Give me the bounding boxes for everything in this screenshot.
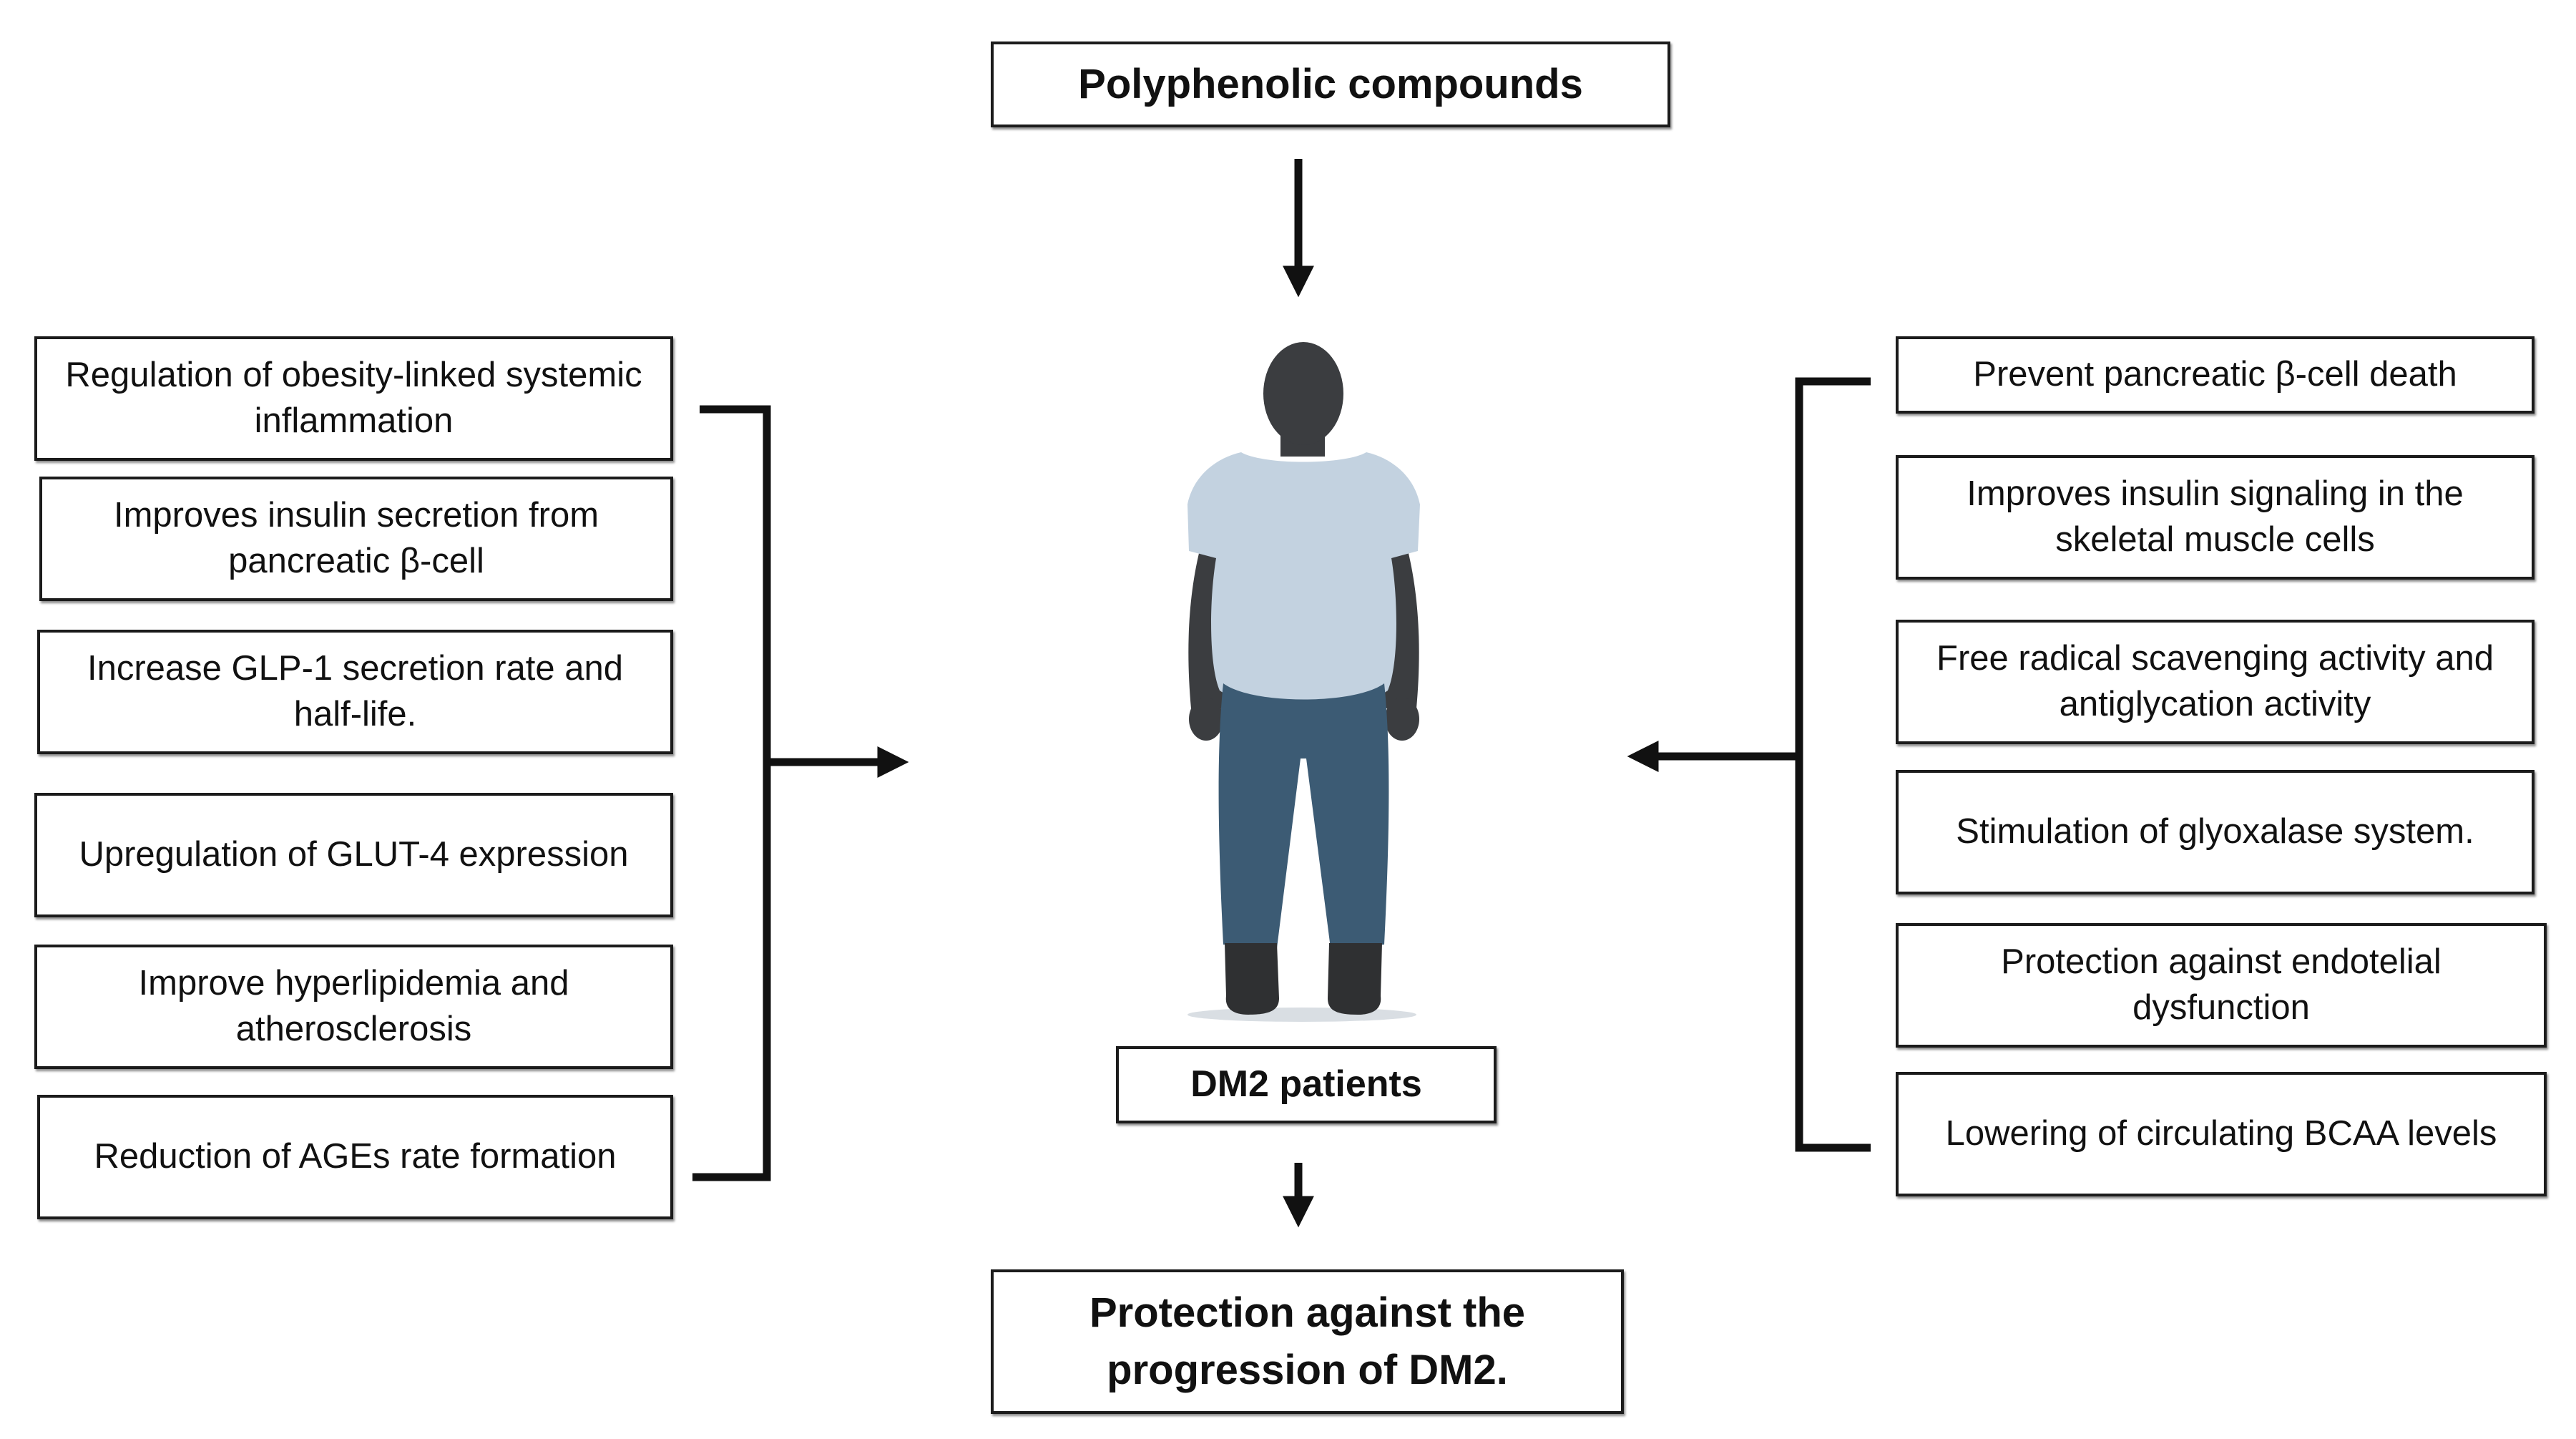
right-effect-label: Improves insulin signaling in the skelet… <box>1967 474 2464 559</box>
left-effect-box: Improve hyperlipidemia and atheroscleros… <box>34 945 673 1069</box>
right-effect-box: Free radical scavenging activity and ant… <box>1896 620 2535 744</box>
compounds-label: Polyphenolic compounds <box>1078 60 1583 107</box>
left-effect-box: Increase GLP-1 secretion rate and half-l… <box>37 630 673 754</box>
left-effect-label: Improve hyperlipidemia and atheroscleros… <box>138 964 569 1048</box>
left-effect-box: Reduction of AGEs rate formation <box>37 1095 673 1219</box>
figure-head <box>1263 342 1343 445</box>
right-bracket <box>1795 377 1871 1152</box>
left-effect-box: Upregulation of GLUT-4 expression <box>34 793 673 917</box>
right-effect-label: Free radical scavenging activity and ant… <box>1936 639 2494 723</box>
compounds-box: Polyphenolic compounds <box>991 42 1670 127</box>
left-effect-label: Upregulation of GLUT-4 expression <box>79 835 629 874</box>
right-effect-box: Protection against endotelial dysfunctio… <box>1896 923 2547 1048</box>
right-effect-label: Lowering of circulating BCAA levels <box>1945 1114 2497 1153</box>
left-effect-label: Regulation of obesity-linked systemic in… <box>65 356 642 440</box>
right-effect-box: Improves insulin signaling in the skelet… <box>1896 455 2535 580</box>
patient-box: DM2 patients <box>1116 1046 1497 1123</box>
right-effect-box: Prevent pancreatic β-cell death <box>1896 336 2535 414</box>
patient-label: DM2 patients <box>1190 1063 1422 1106</box>
left-effect-label: Reduction of AGEs rate formation <box>94 1137 617 1176</box>
right-effect-label: Prevent pancreatic β-cell death <box>1973 355 2457 394</box>
left-effect-box: Improves insulin secretion from pancreat… <box>39 477 673 601</box>
left-effect-box: Regulation of obesity-linked systemic in… <box>34 336 673 461</box>
left-effect-label: Improves insulin secretion from pancreat… <box>113 496 599 580</box>
figure-right-shoe <box>1328 943 1382 1015</box>
figure-left-shoe <box>1225 943 1279 1015</box>
figure-shirt <box>1187 452 1420 707</box>
outcome-box: Protection against the progression of DM… <box>991 1269 1624 1414</box>
left-bracket <box>692 405 771 1181</box>
left-effect-label: Increase GLP-1 secretion rate and half-l… <box>87 649 624 733</box>
figure-pants <box>1218 683 1389 948</box>
right-effect-label: Stimulation of glyoxalase system. <box>1956 812 2474 852</box>
right-effect-box: Lowering of circulating BCAA levels <box>1896 1072 2547 1196</box>
right-effect-label: Protection against endotelial dysfunctio… <box>2001 942 2442 1027</box>
right-effect-box: Stimulation of glyoxalase system. <box>1896 770 2535 894</box>
outcome-label: Protection against the progression of DM… <box>1089 1289 1526 1393</box>
